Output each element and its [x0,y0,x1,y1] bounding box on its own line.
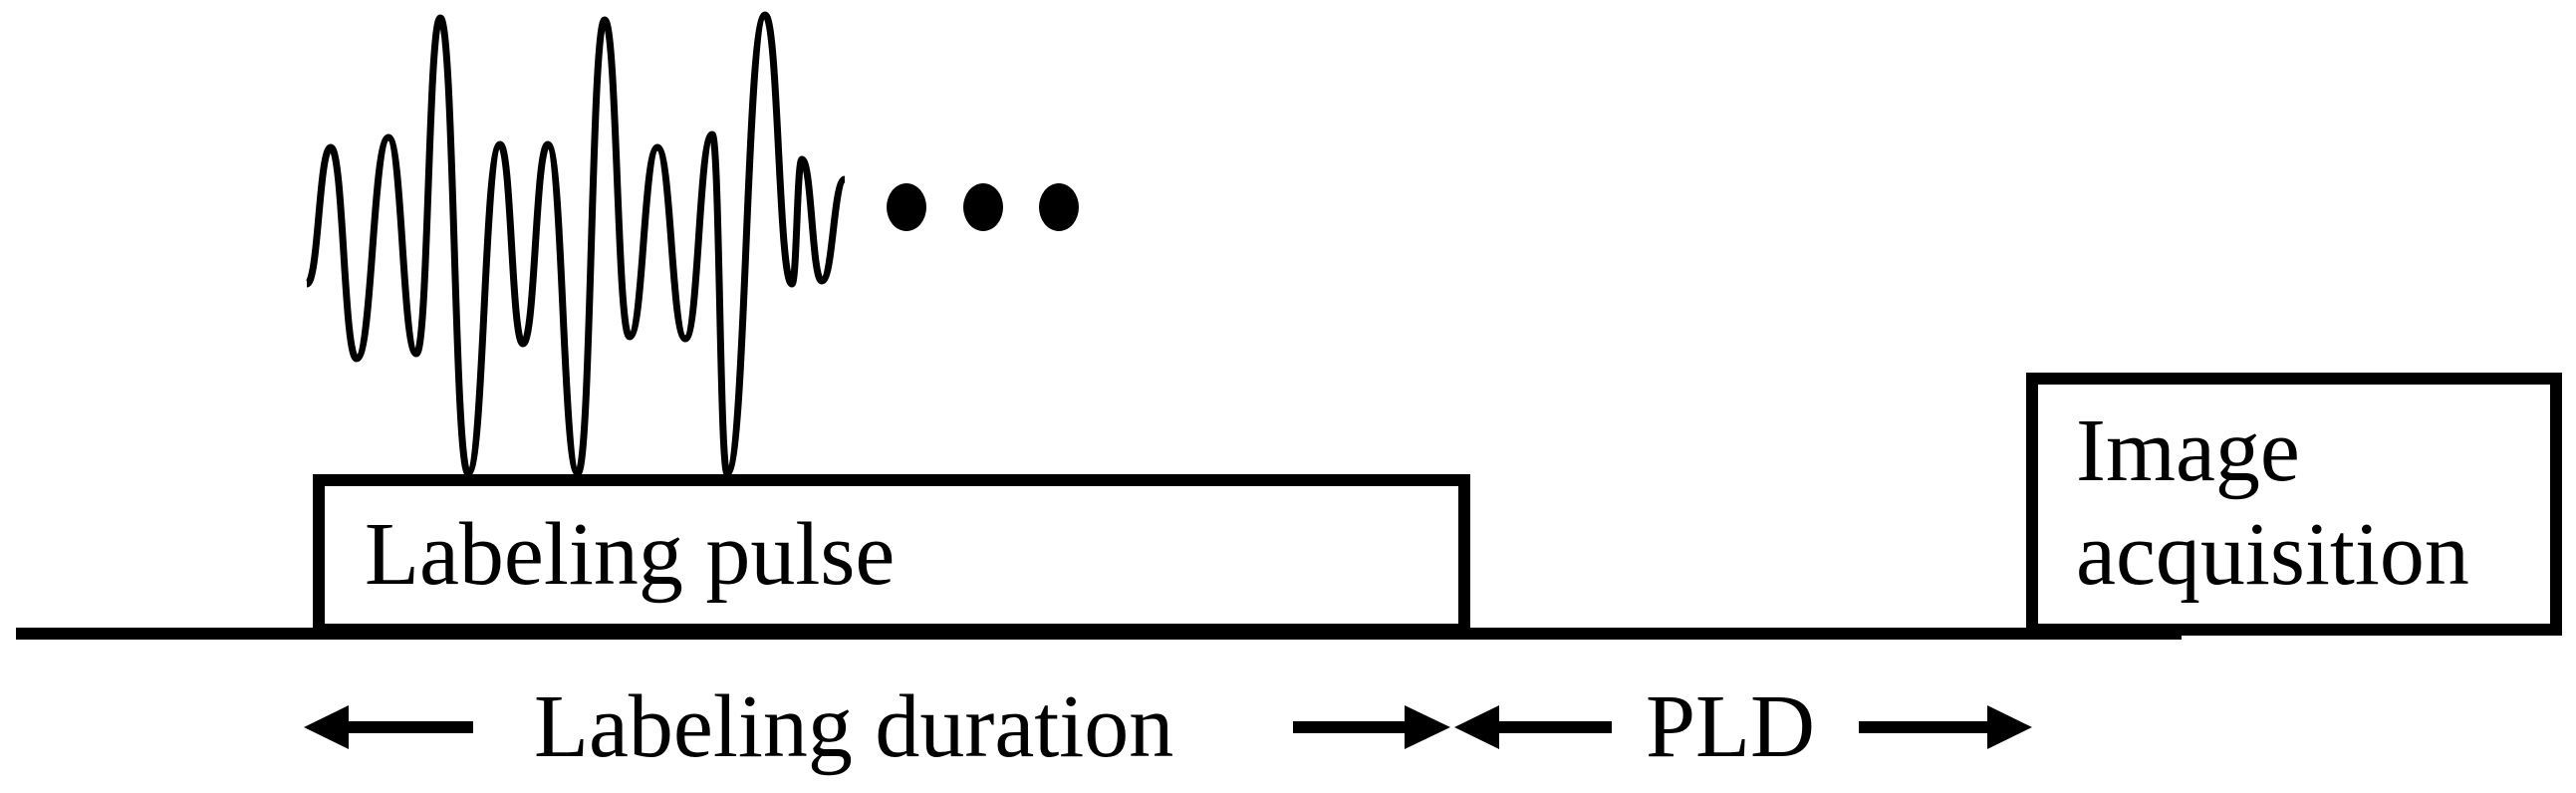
arrowhead-right-icon [1405,705,1450,749]
labeling-duration-arrow [304,705,1450,749]
arrowhead-left-icon [1454,705,1499,749]
arrowhead-right-icon [1987,705,2032,749]
ellipsis-icon [887,183,1079,231]
arrowhead-left-icon [304,705,349,749]
image-acquisition-label-line2: acquisition [2076,505,2469,604]
ellipsis-dot [1039,183,1079,231]
pld-label: PLD [1646,677,1816,776]
image-acquisition-label-line1: Image [2076,401,2300,500]
labeling-pulse-box [313,474,1470,636]
ellipsis-dot [887,183,926,231]
image-acquisition-box [2026,373,2562,636]
labeling-duration-label: Labeling duration [534,677,1174,776]
pld-arrow [1454,705,2032,749]
labeling-pulse-label: Labeling pulse [365,505,896,604]
rf-waveform-icon [303,11,849,477]
ellipsis-dot [963,183,1003,231]
